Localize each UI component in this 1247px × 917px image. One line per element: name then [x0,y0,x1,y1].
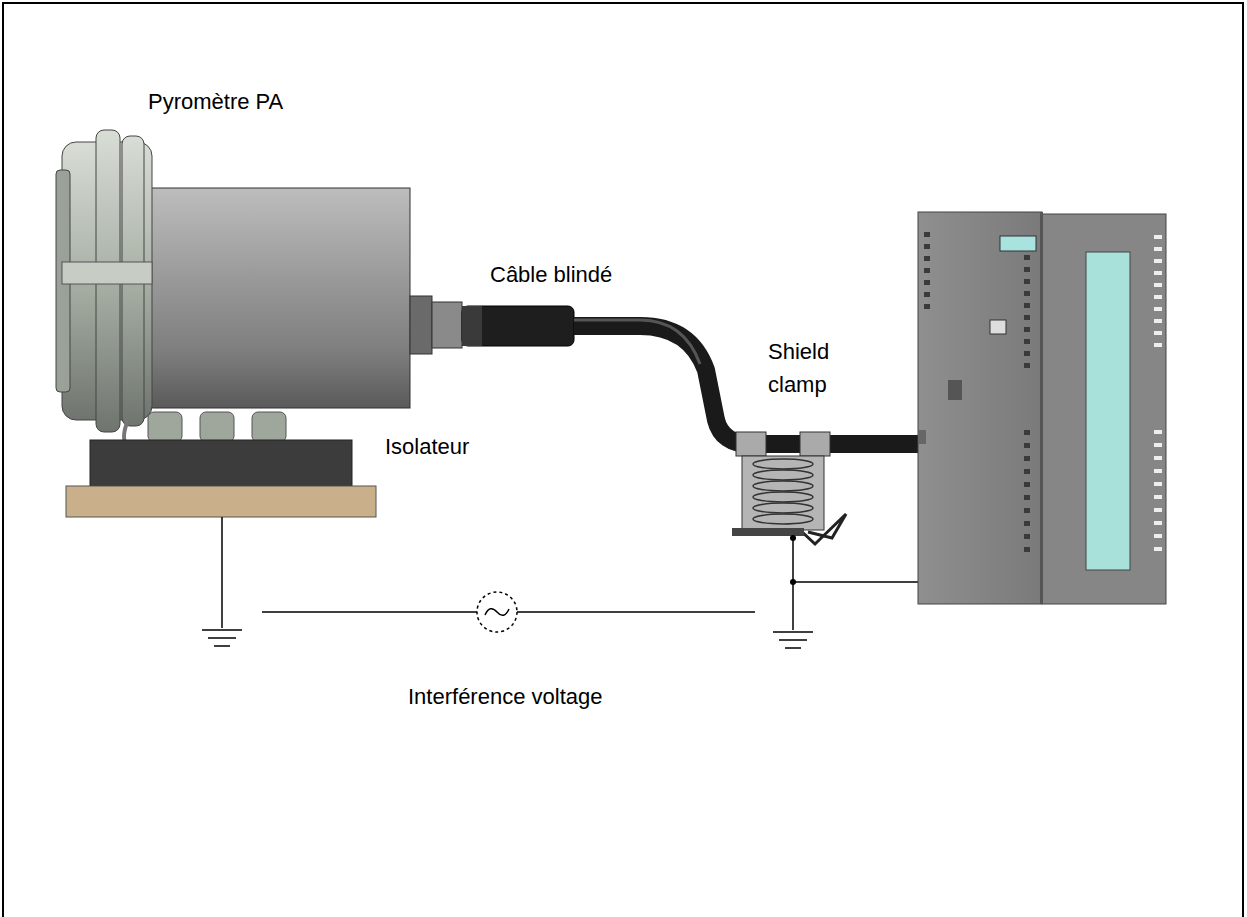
plc-detail [1154,247,1162,251]
plc-detail [924,304,930,309]
plc-detail [1024,443,1030,448]
plc-detail [1024,315,1030,320]
plc-detail [1024,508,1030,513]
plc-detail [1154,547,1162,551]
cable-highlight [574,320,700,364]
plc-detail [1024,291,1030,296]
plc-detail [1024,456,1030,461]
plc-detail [1154,521,1162,525]
plc-detail [924,268,930,273]
spring-coil [753,492,813,502]
plc-detail [1024,469,1030,474]
plc-detail [1024,339,1030,344]
plc-detail [1024,327,1030,332]
plc-detail [1154,508,1162,512]
isolator [66,412,376,517]
interference-label: Interférence voltage [408,680,602,713]
plc-detail [1024,303,1030,308]
plc-detail [1154,343,1162,347]
plc-detail [1154,469,1162,473]
plc-detail [924,232,930,237]
spring-coil [753,470,813,480]
plc-detail [1154,271,1162,275]
plc-detail [924,244,930,249]
plc-detail [1024,495,1030,500]
shield-clamp [732,432,846,544]
plc-detail [1154,283,1162,287]
plc-detail [1154,443,1162,447]
isolator-label: Isolateur [385,430,469,463]
plc-detail [1154,534,1162,538]
plc-detail [1024,534,1030,539]
spring-coil [753,459,813,469]
cable-label: Câble blindé [490,258,612,291]
plc-detail [924,256,930,261]
plc [918,212,1166,604]
frame [3,3,1243,917]
plc-detail [1024,279,1030,284]
plc-detail [1024,482,1030,487]
plc-detail [1040,212,1043,604]
plc-detail [1154,295,1162,299]
plc-detail [924,292,930,297]
plc-detail [1024,521,1030,526]
plc-detail [1154,430,1162,434]
shielded-cable [574,326,918,444]
plc-detail [1024,255,1030,260]
plc-detail [1154,482,1162,486]
plc-detail [1024,547,1030,552]
plc-detail [1154,259,1162,263]
clamp-label: Shield clamp [768,335,878,401]
plc-detail [1154,235,1162,239]
plc-detail [1154,456,1162,460]
plc-detail [1154,495,1162,499]
plc-detail [1154,331,1162,335]
device-label: Pyromètre PA [148,85,283,118]
plc-detail [1024,363,1030,368]
plc-detail [1024,430,1030,435]
spring-coil [753,503,813,513]
plc-detail [1024,351,1030,356]
spring-coil [753,481,813,491]
plc-detail [1154,319,1162,323]
plc-detail [924,280,930,285]
ground-wiring [202,517,918,648]
plc-detail [1154,307,1162,311]
plc-detail [1024,267,1030,272]
spring-coil [753,514,813,524]
